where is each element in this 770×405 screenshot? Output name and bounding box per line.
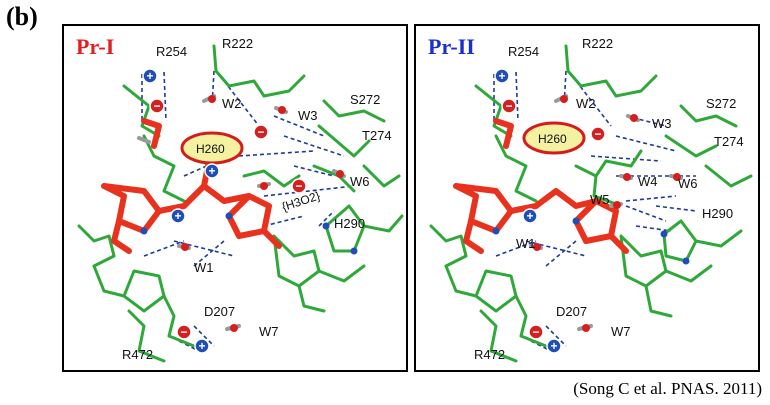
residue-label-r254: R254 [508,44,539,59]
svg-text:−: − [532,325,539,339]
svg-text:+: + [498,69,505,83]
svg-text:−: − [153,99,160,113]
panel-pr-i: + − − + + − − + R254 R222 W2 W3 S272 T27… [62,24,408,372]
residue-label-s272: S272 [350,92,380,107]
residue-label-h290: H290 [334,216,365,231]
water-label-w6: W6 [678,176,698,191]
svg-text:−: − [180,325,187,339]
residue-label-t274: T274 [362,128,392,143]
panel-pr-ii: + − − + − + R254 R222 W2 S272 W3 T274 H2… [414,24,760,372]
water-label-w1: W1 [194,260,214,275]
residue-label-r254: R254 [156,44,187,59]
residue-label-h260: H260 [538,132,567,146]
svg-text:+: + [550,339,557,353]
svg-text:+: + [146,69,153,83]
residue-label-h260: H260 [196,142,225,156]
residue-label-t274: T274 [714,134,744,149]
water-label-w4: W4 [638,174,658,189]
svg-text:−: − [505,99,512,113]
structure-illustration-pr-i: + − − + + − − + R254 R222 W2 W3 S272 T27… [77,36,404,363]
water-label-w5: W5 [590,192,610,207]
water-label-w7: W7 [611,324,631,339]
residue-label-h290: H290 [702,206,733,221]
water-label-w3: W3 [652,116,672,131]
svg-text:−: − [594,127,601,141]
residue-label-r472: R472 [474,347,505,362]
svg-text:−: − [257,125,264,139]
svg-text:+: + [198,339,205,353]
svg-text:+: + [174,209,181,223]
svg-text:+: + [208,164,215,178]
residue-label-r222: R222 [222,36,253,51]
water-label-w6: W6 [350,174,370,189]
water-label-w2: W2 [222,96,242,111]
figure-label: (b) [6,2,38,31]
water-label-w3: W3 [298,108,318,123]
residue-label-d207: D207 [204,304,235,319]
residue-label-r222: R222 [582,36,613,51]
water-label-w2: W2 [576,96,596,111]
residue-label-r472: R472 [122,347,153,362]
water-label-w7: W7 [259,324,279,339]
panel-title-pr-ii: Pr-II [428,34,475,59]
citation: (Song C et al. PNAS. 2011) [573,379,762,398]
structure-illustration-pr-ii: + − − + − + R254 R222 W2 S272 W3 T274 H2… [429,36,753,363]
residue-label-d207: D207 [556,304,587,319]
water-label-w1: W1 [516,236,536,251]
panel-title-pr-i: Pr-I [76,34,115,59]
svg-text:+: + [526,209,533,223]
residue-label-s272: S272 [706,96,736,111]
svg-text:−: − [295,179,302,193]
